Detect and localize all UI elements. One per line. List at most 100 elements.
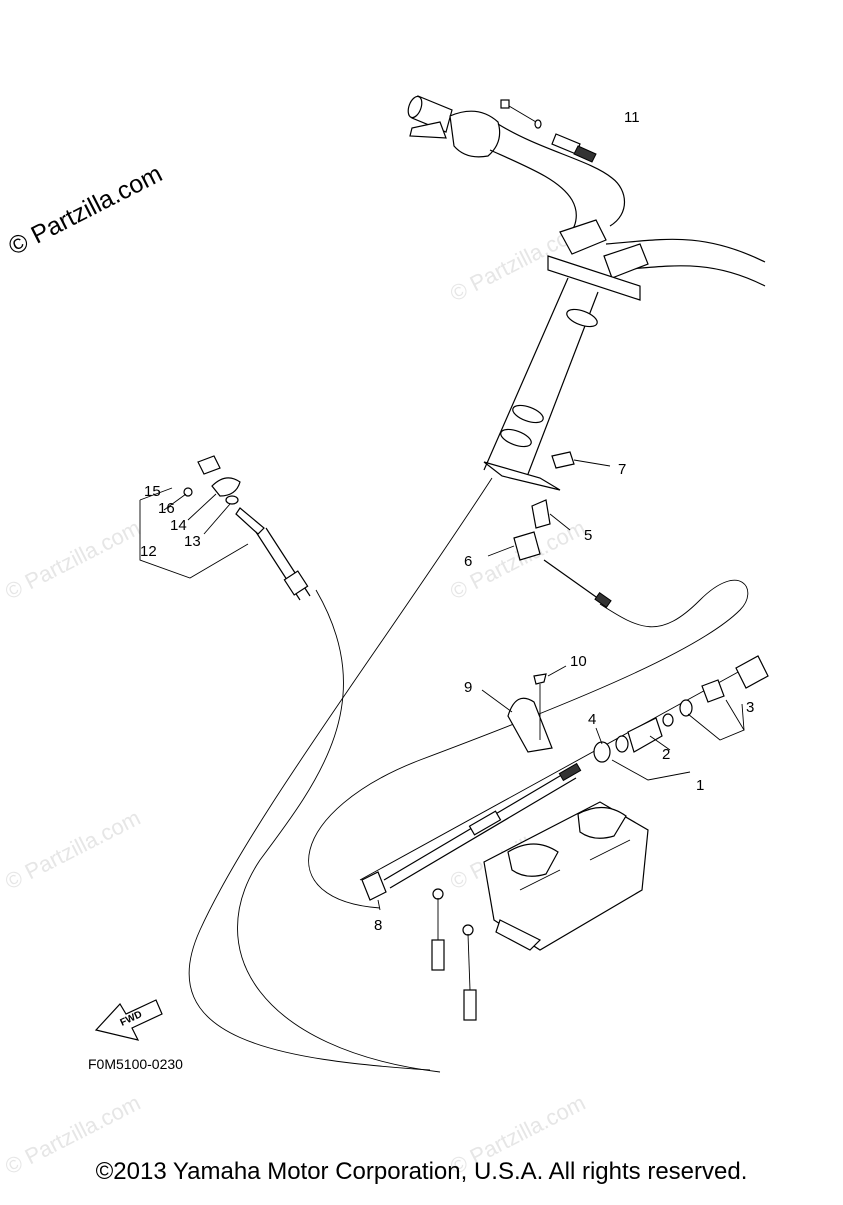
callout-10: 10 [570, 653, 587, 670]
callout-6: 6 [464, 553, 472, 570]
handlebar-right-lower [617, 265, 766, 287]
leader-8 [377, 899, 381, 911]
leader-5 [549, 513, 571, 531]
group-bracket-12 [139, 500, 249, 579]
leader-16 [163, 493, 187, 511]
clamp-base [547, 255, 641, 301]
part-5-joint [531, 499, 551, 529]
cable-routing [188, 477, 761, 1073]
callout-13: 13 [184, 533, 201, 550]
part-2-body [627, 717, 663, 753]
callout-numbers: 1 2 3 4 5 6 7 8 9 10 11 12 13 14 15 16 [140, 109, 754, 934]
part-3-end [735, 655, 769, 689]
carb-float-2 [577, 806, 627, 839]
leader-9 [481, 689, 513, 713]
callout-15: 15 [144, 483, 161, 500]
part-3-nut [701, 679, 725, 703]
cable-end-nipple [500, 99, 510, 109]
figure-code: F0M5100-0230 [88, 1056, 183, 1072]
column-fittings [487, 451, 612, 608]
part-8-grommet [361, 871, 387, 901]
cable-adjuster-b [463, 989, 477, 1021]
carb-float-1 [507, 843, 559, 877]
callout-7: 7 [618, 461, 626, 478]
leader-1 [611, 759, 691, 781]
switch-housing [449, 110, 501, 158]
cable-rod-thread [558, 762, 582, 782]
oring-2 [662, 713, 674, 727]
cable-wire-b [467, 933, 471, 991]
cable-rod-lower [389, 777, 577, 889]
clamp-left [559, 219, 607, 255]
callout-4: 4 [588, 711, 596, 728]
column-left-edge [483, 277, 569, 471]
shift-rod [543, 559, 607, 605]
oring-3 [679, 699, 693, 717]
callout-16: 16 [158, 500, 175, 517]
speedo-boot [283, 570, 309, 596]
leader-4 [595, 727, 603, 745]
oring-1 [615, 735, 629, 753]
handlebar-right-upper [605, 238, 766, 263]
fwd-arrow: FWD [94, 999, 163, 1041]
callout-14: 14 [170, 517, 187, 534]
part-14-bracket [211, 477, 241, 497]
speedometer-cable-assembly [139, 455, 311, 601]
leader-10 [547, 665, 567, 677]
part-4-ring [593, 741, 611, 763]
handlebar-left-lower [489, 149, 577, 237]
part-13-washer [225, 495, 239, 505]
cable-loop-speedo [237, 589, 441, 1073]
callout-5: 5 [584, 527, 592, 544]
throttle-lever [409, 121, 447, 139]
shift-rod-sleeve [594, 592, 612, 608]
callout-3: 3 [746, 699, 754, 716]
column-ring-1 [566, 308, 598, 328]
cable-washer [534, 119, 542, 129]
leader-3b [741, 703, 745, 731]
cable-loop-shift [308, 579, 749, 909]
leader-6 [487, 545, 515, 557]
shift-cable-end [361, 762, 582, 911]
copyright-notice: ©2013 Yamaha Motor Corporation, U.S.A. A… [95, 1158, 748, 1185]
cable-adjuster-a [431, 939, 445, 971]
watermark-faint-2: © Partzilla.com [1, 515, 144, 605]
cable-sleeve [573, 145, 597, 163]
part-6-sleeve [513, 531, 541, 561]
cable-nipple-b [462, 924, 474, 936]
cable-inner-wire [508, 105, 537, 123]
leader-3 [687, 699, 745, 741]
faint-watermarks: © Partzilla.com © Partzilla.com © Partzi… [1, 217, 589, 1180]
part-10-screw-head [533, 673, 547, 685]
cable-line-shift [359, 659, 761, 881]
cable-loop-outer [188, 477, 493, 1071]
column-ring-2 [512, 404, 544, 424]
leader-15 [139, 487, 173, 501]
watermark-faint-4: © Partzilla.com [1, 805, 144, 895]
column-ring-3 [500, 428, 532, 448]
callout-9: 9 [464, 679, 472, 696]
carb-detail [519, 839, 631, 891]
fwd-arrow-shape [94, 999, 163, 1041]
callout-11: 11 [624, 109, 640, 126]
callout-8: 8 [374, 917, 382, 934]
leader-2 [649, 735, 671, 751]
callout-12: 12 [140, 543, 157, 560]
callout-2: 2 [662, 746, 670, 763]
part-7-nut [551, 451, 575, 469]
cable-nipple-a [432, 888, 444, 900]
throttle-cable-11 [500, 99, 597, 163]
leader-7 [573, 459, 611, 467]
carburetor-assembly [431, 801, 649, 1021]
leader-13 [203, 503, 231, 535]
cable-rod-boot [468, 810, 502, 836]
part-9-clamp [507, 697, 553, 753]
callout-1: 1 [696, 777, 704, 794]
column-bracket [483, 461, 561, 491]
handlebar-left-upper [497, 123, 625, 227]
speedo-fitting [235, 507, 265, 535]
clamp-right [603, 243, 649, 279]
part-15-cap [197, 455, 221, 475]
